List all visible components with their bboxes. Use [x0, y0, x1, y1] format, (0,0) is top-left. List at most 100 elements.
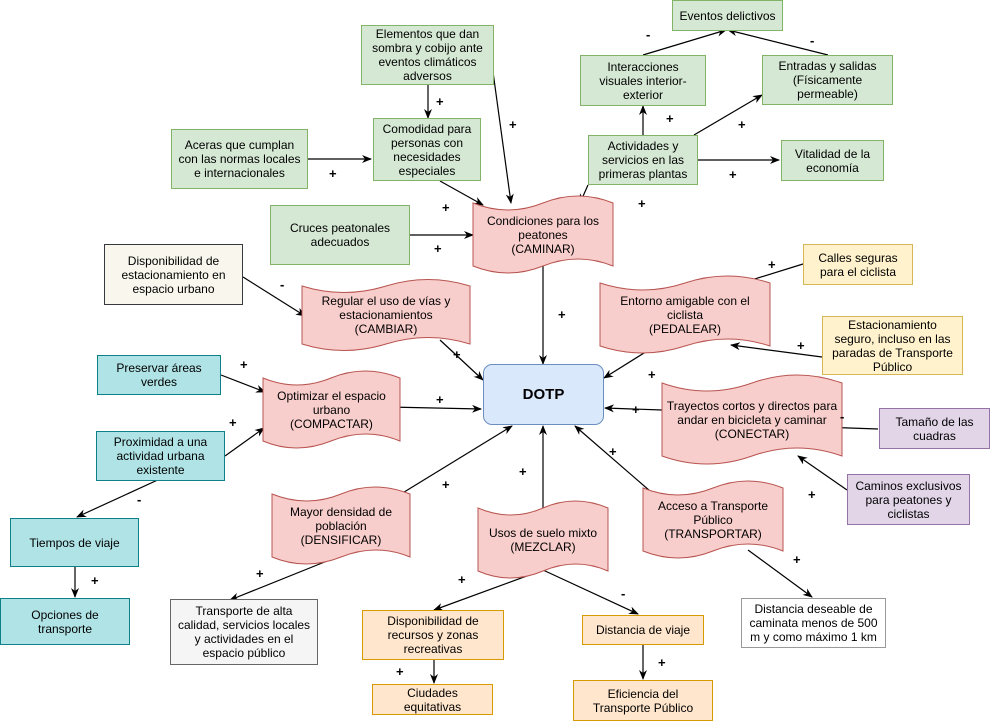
entradas-label: Entradas y salidas (Físicamente permeabl…	[778, 59, 877, 101]
sign-actividades-interacciones: +	[666, 111, 674, 126]
estacionamiento-urbano-node: Disponibilidad de estacionamiento en esp…	[104, 244, 243, 305]
sign-pedalear-dotp: +	[648, 367, 656, 382]
edge-interacciones-eventos	[642, 28, 727, 56]
estacionamiento-seguro-label: Estacionamiento seguro, incluso en las p…	[832, 317, 953, 374]
aceras-label: Aceras que cumplan con las normas locale…	[178, 138, 301, 180]
cruces-label: Cruces peatonales adecuados	[289, 221, 391, 249]
transporte-alta-label: Transporte de alta calidad, servicios lo…	[177, 604, 311, 660]
edge-estacionamiento-cambiar	[242, 276, 306, 317]
transporte-alta-node: Transporte de alta calidad, servicios lo…	[170, 599, 318, 665]
sign-sombra-comodidad: +	[436, 94, 444, 109]
cruces-node: Cruces peatonales adecuados	[270, 205, 410, 265]
transportar-label: Acceso a Transporte Público (TRANSPORTAR…	[657, 498, 769, 541]
cambiar-label: Regular el uso de vías y estacionamiento…	[321, 294, 451, 336]
sign-caminos-conectar: +	[808, 487, 816, 502]
aceras-node: Aceras que cumplan con las normas locale…	[171, 129, 308, 189]
vitalidad-node: Vitalidad de la economía	[781, 140, 884, 181]
conectar-node: Trayectos cortos y directos para andar e…	[661, 374, 843, 465]
sign-mezclar-distancia: -	[621, 586, 626, 601]
tamano-node: Tamaño de las cuadras	[879, 408, 990, 449]
edge-cambiar-dotp	[439, 339, 484, 381]
eficiencia-label: Eficiencia del Transporte Público	[592, 686, 694, 715]
distancia-caminata-node: Distancia deseable de caminata menos de …	[741, 598, 886, 648]
edge-proximidad-tiempos	[76, 477, 163, 518]
calles-seguras-label: Calles seguras para el ciclista	[818, 250, 898, 279]
edge-proximidad-compactar	[224, 427, 265, 457]
sign-cruces-caminar: +	[434, 241, 442, 256]
proximidad-label: Proximidad a una actividad urbana existe…	[113, 435, 208, 477]
sign-densificar-transportealta: +	[256, 566, 264, 581]
conectar-label: Trayectos cortos y directos para andar e…	[666, 398, 838, 441]
sign-tiempos-opciones: +	[91, 573, 99, 588]
comodidad-label: Comodidad para personas con necesidades …	[382, 121, 472, 178]
opciones-label: Opciones de transporte	[31, 607, 99, 636]
calles-seguras-node: Calles seguras para el ciclista	[803, 244, 913, 285]
sign-actividades-vitalidad: +	[729, 167, 737, 182]
eficiencia-node: Eficiencia del Transporte Público	[573, 680, 713, 721]
sign-tamano-conectar: -	[840, 409, 845, 424]
edge-conectar-dotp	[604, 404, 663, 413]
entradas-node: Entradas y salidas (Físicamente permeabl…	[762, 55, 893, 105]
sign-entradas-eventos: -	[810, 33, 815, 48]
sign-mezclar-dotp: +	[519, 464, 527, 479]
sign-caminar-dotp: +	[558, 307, 566, 322]
sign-calles-pedalear: +	[768, 257, 776, 272]
pedalear-node: Entorno amigable con el ciclista (PEDALE…	[599, 275, 771, 354]
proximidad-node: Proximidad a una actividad urbana existe…	[96, 431, 225, 481]
sign-sombra-caminar: +	[509, 117, 517, 132]
edge-compactar-dotp	[387, 404, 482, 413]
areas-verdes-node: Preservar áreas verdes	[97, 355, 221, 395]
dotp-node: DOTP	[483, 364, 604, 425]
interacciones-label: Interacciones visuales interior-exterior	[599, 59, 687, 102]
tiempos-node: Tiempos de viaje	[10, 518, 139, 567]
eventos-label: Eventos delictivos	[679, 8, 776, 23]
sign-transportar-dotp: +	[609, 444, 617, 459]
caminos-node: Caminos exclusivos para peatones y cicli…	[847, 474, 970, 525]
sign-distancia-eficiencia: +	[658, 655, 666, 670]
edge-entradas-eventos	[727, 28, 829, 56]
estacionamiento-urbano-label: Disponibilidad de estacionamiento en esp…	[121, 253, 226, 296]
sign-compactar-dotp: +	[436, 392, 444, 407]
eventos-node: Eventos delictivos	[672, 0, 783, 31]
vitalidad-label: Vitalidad de la economía	[794, 146, 871, 175]
pedalear-label: Entorno amigable con el ciclista (PEDALE…	[620, 293, 750, 336]
cambiar-node: Regular el uso de vías y estacionamiento…	[301, 279, 471, 351]
sign-transportar-caminata: +	[793, 552, 801, 567]
distancia-caminata-label: Distancia deseable de caminata menos de …	[749, 602, 878, 644]
sign-estacseguro-pedalear: +	[797, 338, 805, 353]
distancia-viaje-label: Distancia de viaje	[595, 623, 691, 637]
edge-transportar-dotp	[574, 425, 651, 492]
sign-aceras-comodidad: +	[329, 166, 337, 181]
actividades-node: Actividades y servicios en las primeras …	[588, 135, 698, 185]
densificar-node: Mayor densidad de población (DENSIFICAR)	[271, 486, 411, 565]
dotp-label: DOTP	[522, 386, 565, 403]
caminar-node: Condiciones para los peatones (CAMINAR)	[472, 195, 614, 274]
comodidad-node: Comodidad para personas con necesidades …	[373, 118, 481, 181]
ciudades-label: Ciudades equitativas	[403, 685, 462, 714]
sombra-label: Elementos que dan sombra y cobijo ante e…	[372, 27, 483, 83]
edge-mezclar-distancia	[542, 569, 639, 615]
estacionamiento-seguro-node: Estacionamiento seguro, incluso en las p…	[822, 316, 963, 375]
sombra-node: Elementos que dan sombra y cobijo ante e…	[361, 25, 494, 85]
sign-estacionamiento-cambiar: -	[280, 277, 285, 292]
sign-areasverdes-compactar: +	[240, 357, 248, 372]
sign-cambiar-dotp: +	[453, 347, 461, 362]
tiempos-label: Tiempos de viaje	[29, 535, 120, 550]
caminos-label: Caminos exclusivos para peatones y cicli…	[855, 478, 962, 521]
sign-recursos-ciudades: +	[396, 664, 404, 679]
sign-densificar-dotp: +	[442, 477, 450, 492]
edge-estacseguro-pedalear	[730, 342, 823, 358]
edge-actividades-entradas	[693, 94, 763, 136]
edge-caminos-conectar	[797, 455, 848, 491]
tamano-label: Tamaño de las cuadras	[895, 414, 974, 443]
transportar-node: Acceso a Transporte Público (TRANSPORTAR…	[642, 480, 784, 559]
areas-verdes-label: Preservar áreas verdes	[116, 361, 202, 389]
sign-conectar-dotp: +	[632, 402, 640, 417]
mezclar-label: Usos de suelo mixto (MEZCLAR)	[488, 525, 598, 554]
ciudades-node: Ciudades equitativas	[372, 684, 493, 715]
recursos-node: Disponibilidad de recursos y zonas recre…	[362, 610, 504, 660]
sign-proximidad-compactar: +	[229, 415, 237, 430]
sign-proximidad-tiempos: -	[137, 492, 142, 507]
densificar-label: Mayor densidad de población (DENSIFICAR)	[289, 504, 393, 547]
